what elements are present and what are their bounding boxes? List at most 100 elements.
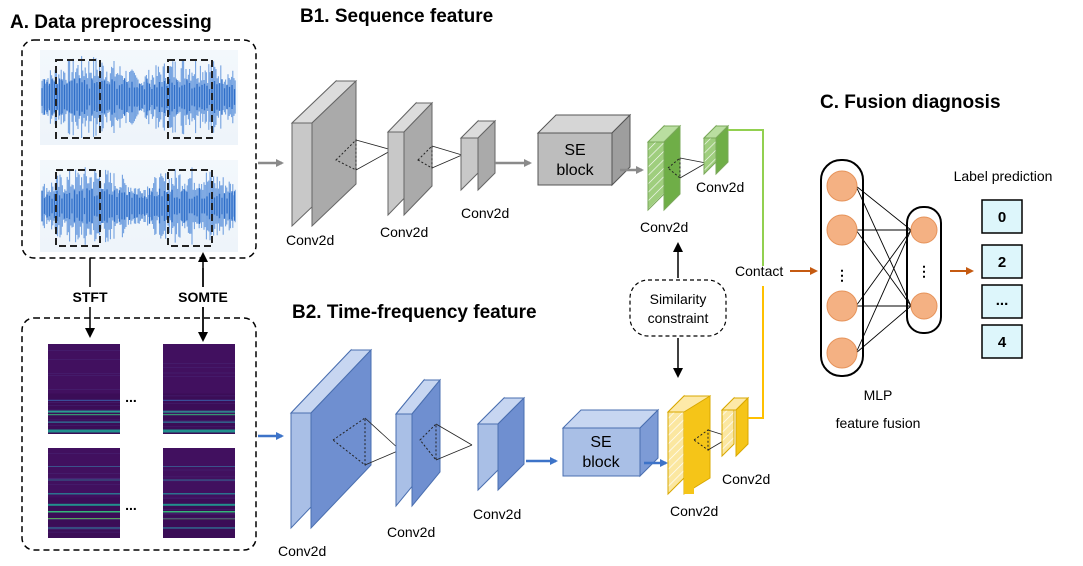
spectrogram-band — [48, 429, 120, 433]
prediction-label-2: ... — [996, 292, 1009, 309]
spectrogram-line — [48, 350, 120, 351]
similarity-line1: Similarity — [650, 291, 707, 307]
spectrogram-upper-4 — [163, 448, 235, 498]
prediction-label-0: 0 — [998, 209, 1006, 226]
spectrogram-band — [163, 414, 235, 416]
mlp-edge — [855, 229, 912, 307]
spectrogram-band — [163, 527, 235, 529]
se-block-tf-line1: SE — [590, 434, 611, 451]
spectrogram-band — [163, 503, 235, 506]
mlp-input-node-1 — [826, 170, 858, 202]
spectrogram-line — [163, 517, 235, 519]
spectrogram-band — [48, 421, 120, 423]
waveform-core-1 — [41, 78, 236, 116]
mlp-nodes — [826, 170, 938, 369]
mlp-label-line1: MLP — [864, 387, 893, 403]
conv-block-tf-2 — [394, 378, 473, 508]
spectrogram-line — [163, 509, 235, 510]
spectrogram-band — [163, 479, 235, 481]
spectrogram-line — [48, 478, 120, 479]
tf-conv-label-5: Conv2d — [722, 471, 770, 487]
spectrogram-band — [48, 511, 120, 513]
spectrogram-line — [48, 409, 120, 411]
spectrogram-line — [163, 518, 235, 519]
spectrogram-line — [163, 367, 235, 368]
spectrogram-ellipsis-2: ... — [125, 497, 137, 513]
spectrogram-upper-2 — [163, 344, 235, 394]
spectrogram-line — [48, 519, 120, 520]
spectrogram-band — [48, 466, 120, 467]
spectrogram-line — [48, 529, 120, 530]
spectrogram-line — [163, 363, 235, 364]
window-box-3 — [55, 169, 101, 247]
spectrogram-line — [48, 484, 120, 485]
mlp-input-layer — [820, 159, 864, 377]
spectrogram-line — [48, 375, 120, 376]
conv-block-seq-1 — [290, 79, 393, 228]
spectrogram-band — [48, 518, 120, 520]
spectrogram-line — [163, 402, 235, 404]
mlp-input-node-3 — [826, 290, 858, 322]
mlp-edge — [855, 185, 912, 231]
spectrogram-band — [48, 493, 120, 495]
conv-block-tf-1 — [289, 348, 401, 530]
tf-merge-line — [748, 286, 764, 419]
spectrogram-band — [163, 429, 235, 433]
spectrogram-upper-3 — [48, 448, 120, 498]
spectrogram-line — [163, 395, 235, 397]
spectrogram-line — [163, 480, 235, 482]
spectrogram-line — [48, 419, 120, 421]
spectrogram-line — [163, 426, 235, 428]
tf-conv-label-1: Conv2d — [278, 543, 326, 559]
se-block-seq-line2: block — [556, 162, 594, 179]
conv-block-seq-2 — [386, 101, 463, 217]
somte-label-bg — [168, 287, 238, 307]
seq-conv-label-3: Conv2d — [461, 205, 509, 221]
spectrogram-line — [163, 497, 235, 499]
spectrogram-group-box — [21, 317, 257, 551]
tf-conv-label-2: Conv2d — [387, 524, 435, 540]
feature-map-seq-2 — [702, 124, 730, 176]
spectrogram-line — [48, 359, 120, 360]
se-block-seq — [536, 113, 632, 187]
stft-label: STFT — [73, 289, 108, 305]
spectrogram-images — [48, 344, 235, 538]
conv-block-tf-3 — [476, 396, 526, 492]
tf-conv-label-3: Conv2d — [473, 506, 521, 522]
prediction-label-3: 4 — [998, 334, 1007, 351]
tf-conv-label-4: Conv2d — [670, 503, 718, 519]
spectrogram-line — [48, 453, 120, 454]
section-title-a: A. Data preprocessing — [10, 12, 212, 33]
prediction-label-1: 2 — [998, 254, 1006, 271]
conv-block-seq-3 — [459, 119, 497, 192]
spectrogram-line — [163, 476, 235, 478]
prediction-cell-3 — [981, 324, 1023, 359]
spectrogram-line — [163, 420, 235, 422]
spectrogram-band — [48, 527, 120, 529]
seq-conv-label-5: Conv2d — [696, 179, 744, 195]
mlp-hidden-node-2 — [910, 292, 938, 320]
seq-conv-label-4: Conv2d — [640, 219, 688, 235]
spectrogram-line — [163, 513, 235, 515]
stft-label-bg — [64, 287, 116, 307]
se-block-tf — [561, 408, 660, 478]
section-title-b2: B2. Time-frequency feature — [292, 302, 537, 323]
spectrogram-line — [48, 473, 120, 474]
spectrogram-line — [163, 372, 235, 374]
mlp-label-line2: feature fusion — [836, 415, 921, 431]
spectrogram-band — [48, 503, 120, 506]
spectrogram-band — [163, 493, 235, 495]
spectrogram-band — [163, 399, 235, 401]
mlp-input-node-4 — [826, 337, 858, 369]
se-block-seq-line1: SE — [564, 142, 585, 159]
spectrogram-line — [163, 513, 235, 514]
section-title-b1: B1. Sequence feature — [300, 6, 493, 27]
mlp-hidden-node-1 — [910, 216, 938, 244]
spectrogram-band — [48, 414, 120, 416]
contact-label: Contact — [735, 263, 783, 279]
section-title-c: C. Fusion diagnosis — [820, 92, 1001, 113]
mlp-edge — [855, 305, 912, 354]
similarity-constraint-box — [629, 279, 727, 337]
feature-map-tf-1 — [666, 394, 731, 496]
